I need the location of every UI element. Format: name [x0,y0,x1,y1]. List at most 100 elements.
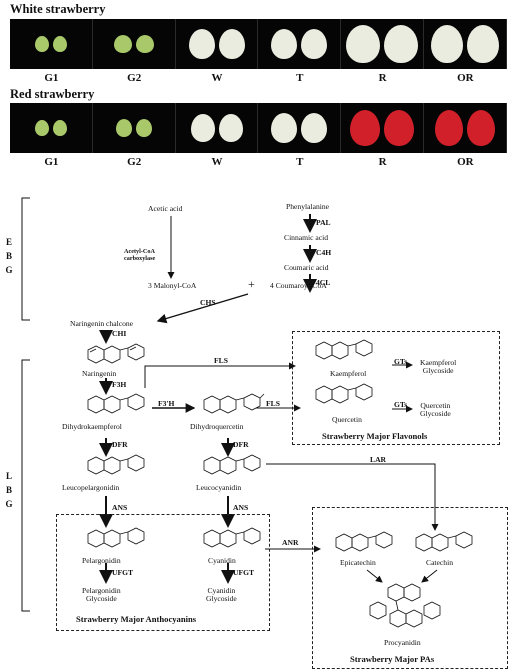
strawberry-fruit [35,36,49,52]
white-strawberry-photo-w [175,19,259,69]
epicatechin-label: Epicatechin [340,558,376,567]
ufgt2-label: UFGT [233,568,255,577]
f3h-label: F3H [112,380,127,389]
chi-label: CHI [112,329,127,338]
anr-label: ANR [282,538,299,547]
anthocyanins-box-title: Strawberry Major Anthocyanins [76,614,197,624]
stage-label-r: R [378,72,387,84]
strawberry-fruit [190,114,215,142]
chs-label: CHS [200,298,216,307]
white-strawberry-photo-g1 [10,19,93,69]
pelargonidin-label: Pelargonidin [82,556,121,565]
lar-label: LAR [370,455,387,464]
quercetin-structure-icon [315,383,373,404]
white-strawberry-photo-g2 [92,19,176,69]
white-strawberry-photo-or [423,19,507,69]
red-strawberry-photo-t [258,103,342,153]
leucocyanidin-structure-icon [203,454,261,475]
strawberry-fruit [346,25,381,63]
stage-label-g2: G2 [127,72,142,84]
white-strawberry-photo-row [10,19,507,69]
gts2-label: GTs [394,400,408,409]
acetic-acid-label: Acetic acid [148,204,183,213]
strawberry-fruit [135,119,152,137]
arrow-fls-kaempferol [144,362,296,388]
kaempferol-glycoside-label: Kaempferol Glycoside [420,358,457,375]
stage-label-t: T [296,72,304,84]
strawberry-fruit [135,35,154,53]
epicatechin-structure-icon [335,531,393,552]
red-strawberry-photo-w [175,103,259,153]
arrow-lar [266,463,439,531]
pal-label: PAL [316,218,331,227]
arrow-epicatechin-procyanidin [366,569,383,583]
plus-sign: + [248,277,255,291]
arrow-chs [156,293,249,324]
cyanidin-glycoside-label: Cyanidin Glycoside [206,586,237,603]
stage-label-r: R [378,156,387,168]
strawberry-fruit [35,120,49,136]
catechin-label: Catechin [426,558,453,567]
ebg-label: E B G [4,236,14,278]
red-strawberry-title: Red strawberry [10,87,95,101]
leucocyanidin-label: Leucocyanidin [196,483,242,492]
dihydrokaempferol-label: Dihydrokaempferol [62,422,122,431]
malonyl-coa-label: 3 Malonyl-CoA [148,281,197,290]
pelargonidin-glycoside-label: Pelargonidin Glycoside [82,586,121,603]
strawberry-fruit [271,29,298,59]
flavonols-box [292,331,500,445]
strawberry-fruit [384,25,419,63]
ans2-label: ANS [233,503,249,512]
cyanidin-label: Cyanidin [208,556,236,565]
pas-box-title: Strawberry Major PAs [350,654,435,664]
strawberry-fruit [434,110,463,146]
kaempferol-label: Kaempferol [330,369,367,378]
white-strawberry-photo-t [258,19,342,69]
f3ph-label: F3'H [158,399,175,408]
ebg-bracket [21,197,30,321]
stage-label-g2: G2 [127,156,142,168]
fls-top-label: FLS [214,356,228,365]
strawberry-fruit [115,119,132,137]
stage-label-g1: G1 [44,72,59,84]
dihydrokaempferol-structure-icon [87,393,145,414]
procyanidin-label: Procyanidin [384,638,421,647]
dfr2-label: DFR [233,440,249,449]
acetyl-coa-carboxylase-label: Acetyl-CoA carboxylase [124,248,156,263]
anthocyanins-box [56,514,270,631]
ebg-text: E B G [5,237,13,275]
strawberry-fruit [301,113,328,143]
pelargonidin-structure-icon [87,527,145,548]
quercetin-glycoside-label: Quercetin Glycoside [420,401,451,418]
white-stage-labels: G1 G2 W T R OR [10,72,507,84]
quercetin-label: Quercetin [332,415,362,424]
red-strawberry-photo-r [341,103,424,153]
strawberry-fruit [113,35,132,53]
red-strawberry-photo-g2 [92,103,176,153]
strawberry-fruit [350,110,381,146]
lbg-bracket [21,359,30,612]
naringenin-label: Naringenin [82,369,117,378]
stage-label-g1: G1 [44,156,59,168]
strawberry-fruit [430,25,463,63]
c4h-label: C4H [316,248,332,257]
fls-lower-label: FLS [266,399,280,408]
strawberry-fruit [188,29,215,59]
stage-label-or: OR [457,72,474,84]
cyanidin-structure-icon [203,527,261,548]
leucopelargonidin-structure-icon [87,454,145,475]
stage-label-w: W [211,72,223,84]
strawberry-fruit [384,110,415,146]
pathway-arrows [21,197,439,612]
strawberry-fruit [466,25,499,63]
flavonoid-pathway-diagram: E B G L B G [0,178,515,671]
naringenin-structure-icon [87,343,145,364]
dfr1-label: DFR [112,440,128,449]
pas-box [312,507,508,669]
procyanidin-structure-icon [369,583,441,628]
stage-label-or: OR [457,156,474,168]
ufgt1-label: UFGT [112,568,134,577]
naringenin-chalcone-label: Naringenin chalcone [70,319,134,328]
catechin-structure-icon [415,531,473,552]
arrow-catechin-procyanidin [421,569,438,583]
